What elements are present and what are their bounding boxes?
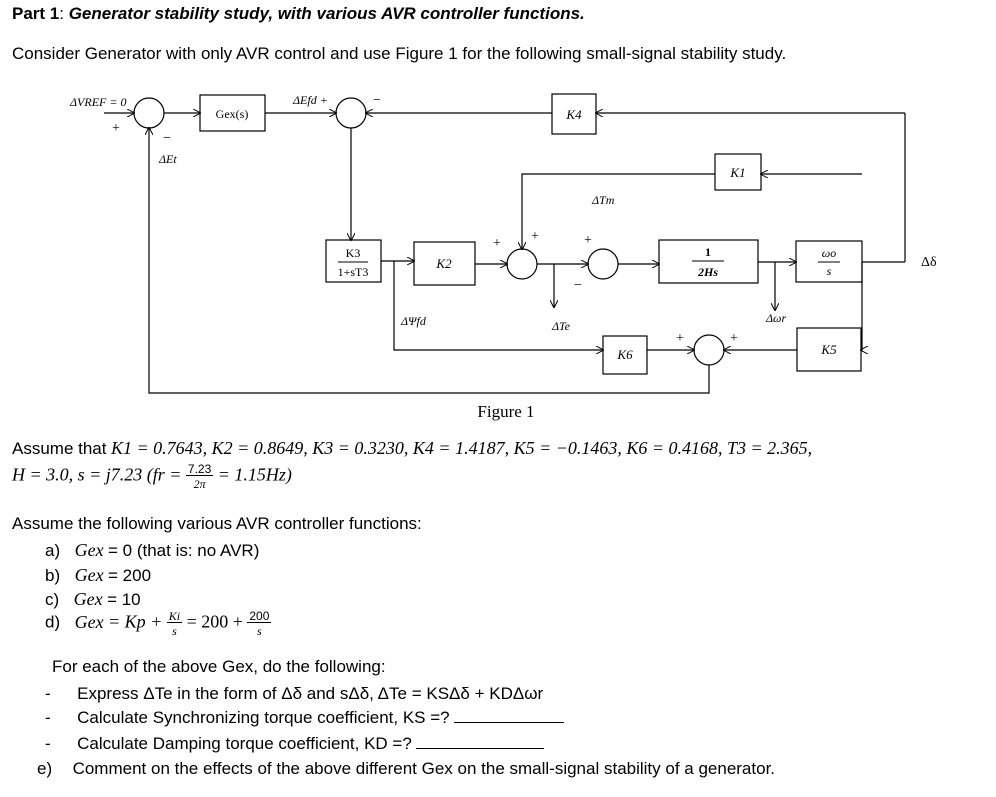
controller-a-text: = 0 (that is: no AVR) [108, 541, 260, 560]
det-label: ΔEt [158, 152, 177, 166]
controllers-intro: Assume the following various AVR control… [12, 514, 422, 533]
dtm-label: ΔTm [591, 193, 615, 207]
gain-denominator: s [257, 624, 262, 638]
sign-plus-k6: + [676, 331, 684, 346]
controller-c: c) Gex = 10 [45, 589, 141, 610]
sign-plus-torque: + [584, 233, 592, 248]
task-3-dash: - [45, 734, 51, 753]
k4-label: K4 [565, 107, 582, 122]
controller-b-text: = 200 [108, 566, 152, 585]
omega-denominator: s [827, 264, 832, 278]
inertia-numerator: 1 [705, 245, 711, 259]
ki-denominator: s [172, 624, 177, 638]
sign-plus-vref: + [112, 121, 120, 136]
controller-a-lhs: Gex [74, 540, 104, 560]
task-3-answer-blank [416, 736, 545, 749]
k3-numerator: K3 [346, 246, 361, 260]
task-2-answer-blank [454, 710, 565, 723]
task-3-text: Calculate Damping torque coefficient, KD… [77, 734, 412, 753]
k5-label: K5 [820, 342, 837, 357]
k6-block [602, 335, 648, 375]
item-e-text: Comment on the effects of the above diff… [72, 759, 776, 778]
controller-a: a) Gex = 0 (that is: no AVR) [45, 540, 259, 561]
task-2: - Calculate Synchronizing torque coeffic… [45, 708, 565, 728]
controller-c-label: c) [45, 590, 60, 609]
sign-plus-te-left: + [493, 236, 501, 251]
task-1-dash: - [45, 684, 51, 703]
task-1: - Express ΔTe in the form of Δδ and sΔδ,… [45, 684, 543, 704]
controller-b-label: b) [45, 566, 61, 585]
k2-label: K2 [435, 256, 452, 271]
controller-c-text: = 10 [107, 590, 141, 609]
gain-numerator: 200 [247, 609, 272, 623]
part-heading: Part 1: Generator stability study, with … [12, 4, 585, 24]
sum-junction-te [506, 248, 538, 280]
controller-d-text-a: = Kp + [108, 611, 163, 632]
omega-numerator: ωo [822, 246, 836, 260]
sum-junction-efd [335, 97, 367, 129]
controller-b: b) Gex = 200 [45, 565, 151, 586]
item-e-label: e) [37, 759, 53, 778]
gex-label: Gex(s) [216, 107, 249, 121]
controller-d-text-b: = 200 + [186, 611, 243, 632]
dwr-label: Δωr [765, 311, 787, 325]
part-label: Part 1 [12, 4, 60, 23]
k3-denominator: 1+sT3 [338, 265, 369, 279]
controller-a-label: a) [45, 541, 61, 560]
figure-caption: Figure 1 [477, 402, 534, 421]
constants-values-2b: = 1.15Hz) [217, 464, 292, 485]
task-3: - Calculate Damping torque coefficient, … [45, 734, 545, 754]
sign-minus-vref: − [163, 131, 171, 146]
controller-d-label: d) [45, 612, 61, 632]
tasks-intro: For each of the above Gex, do the follow… [52, 657, 386, 676]
sign-plus-te-top: + [531, 229, 539, 244]
dvref-label: ΔVREF = 0 [69, 95, 126, 109]
defd-label: ΔEfd + [292, 93, 328, 107]
constants-values-2a: H = 3.0, s = j7.23 (fr = [12, 464, 182, 485]
block-diagram: + − − + + + − + + Gex(s) K3 1+sT3 K2 K4 … [69, 93, 937, 421]
inertia-denominator: 2Hs [697, 265, 718, 279]
ki-numerator: Ki [166, 609, 183, 623]
fr-numerator: 7.23 [185, 462, 214, 476]
dpsi-label: ΔΨfd [400, 314, 427, 328]
sum-junction-k6 [693, 334, 725, 366]
controller-c-lhs: Gex [73, 589, 103, 609]
heading-colon: : [59, 4, 69, 23]
task-2-text: Calculate Synchronizing torque coefficie… [77, 708, 450, 727]
part-title: Generator stability study, with various … [68, 4, 585, 23]
sign-plus-k5: + [730, 331, 738, 346]
intro-text: Consider Generator with only AVR control… [12, 44, 787, 63]
k1-label: K1 [729, 165, 745, 180]
constants-values-1: K1 = 0.7643, K2 = 0.8649, K3 = 0.3230, K… [110, 438, 813, 458]
fr-denominator: 2π [193, 477, 206, 491]
sum-junction-torque [587, 248, 619, 280]
task-2-dash: - [45, 708, 51, 727]
sum-junction-vref [133, 97, 165, 129]
item-e: e) Comment on the effects of the above d… [37, 759, 775, 779]
k6-label: K6 [616, 347, 633, 362]
task-1-text: Express ΔTe in the form of Δδ and sΔδ, Δ… [77, 684, 544, 703]
sign-minus-torque: − [574, 278, 582, 293]
constants-line-1: Assume that K1 = 0.7643, K2 = 0.8649, K3… [12, 438, 812, 459]
assume-prefix: Assume that [12, 439, 107, 458]
sign-minus-efd: − [373, 93, 381, 108]
dte-label: ΔTe [551, 319, 571, 333]
controller-d-lhs: Gex [74, 611, 104, 632]
controller-b-lhs: Gex [74, 565, 104, 585]
ddelta-label: Δδ [921, 255, 937, 270]
